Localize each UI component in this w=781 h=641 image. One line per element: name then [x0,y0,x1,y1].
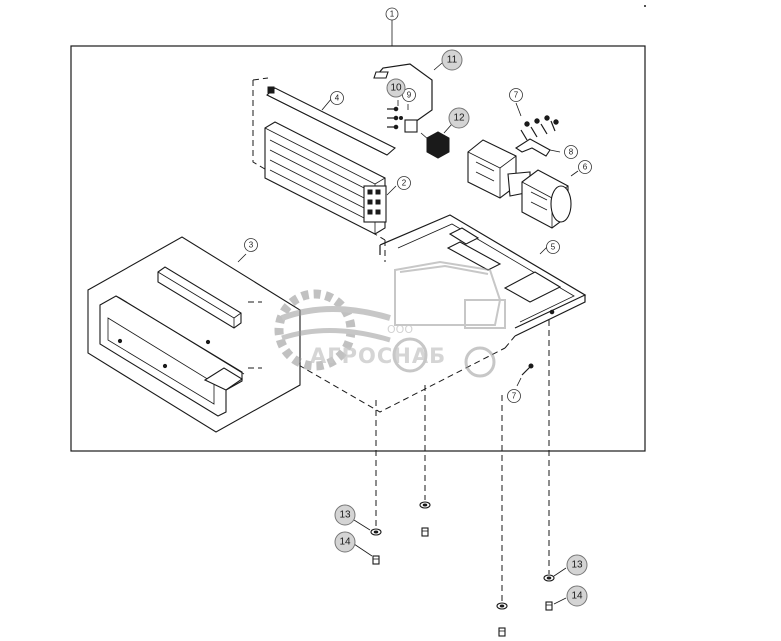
svg-text:11: 11 [447,55,458,66]
mounting-dash-lines [375,320,550,602]
watermark-prefix: ООО [387,323,413,336]
callout-12: 12 [448,107,470,129]
part-7-screws-top [515,102,559,141]
svg-text:8: 8 [569,148,574,157]
dashed-outline-base [289,347,506,413]
agrosnab-watermark: ООО АГРОСНАБ [274,260,506,378]
watermark-company-name: АГРОСНАБ [310,344,446,368]
svg-text:2: 2 [402,179,407,188]
part-4-cover-bar [266,86,396,156]
part-14-bolts [372,527,553,637]
part-7-screw-bottom [516,363,534,387]
svg-text:5: 5 [551,243,556,252]
svg-text:9: 9 [407,91,412,100]
callout-8: 8 [564,145,578,159]
svg-text:14: 14 [339,537,351,548]
part-6-blower-motor [467,139,579,229]
callout-4: 4 [330,91,344,105]
svg-text:7: 7 [514,91,519,100]
callout-2: 2 [397,176,411,190]
callout-3: 3 [244,238,258,252]
svg-text:14: 14 [571,591,583,602]
svg-text:1: 1 [390,10,395,19]
part-3-side-frame [87,236,301,433]
svg-text:3: 3 [249,241,254,250]
part-11-thermostat-tube [373,62,443,123]
callout-6: 6 [578,160,592,174]
svg-text:7: 7 [512,392,517,401]
svg-text:13: 13 [571,560,583,571]
part-2-evaporator-core [264,121,397,235]
part-9-10-screws [387,100,418,133]
svg-text:13: 13 [339,510,351,521]
svg-text:6: 6 [583,163,588,172]
callout-1: 1 [385,7,399,21]
callout-7-bottom: 7 [507,389,521,403]
part-13-washers [370,501,555,610]
part-12-switch [420,123,453,159]
svg-text:10: 10 [390,83,402,94]
callout-14-right: 14 [566,585,588,607]
callout-7-top: 7 [509,88,523,102]
part-8-bracket [514,138,561,157]
corner-mark [644,5,646,7]
svg-text:12: 12 [453,113,465,124]
callout-10: 10 [386,78,406,98]
svg-text:4: 4 [335,94,340,103]
callout-11: 11 [441,49,463,71]
callout-5: 5 [546,240,560,254]
callout-14-left: 14 [334,531,356,553]
callout-leaders [353,519,567,605]
callout-13-left: 13 [334,504,356,526]
part-5-base-housing [379,214,587,337]
callout-9: 9 [402,88,416,102]
callout-13-right: 13 [566,554,588,576]
assembly-frame [70,20,646,452]
gear-and-combine-harvester-logo [274,260,506,378]
